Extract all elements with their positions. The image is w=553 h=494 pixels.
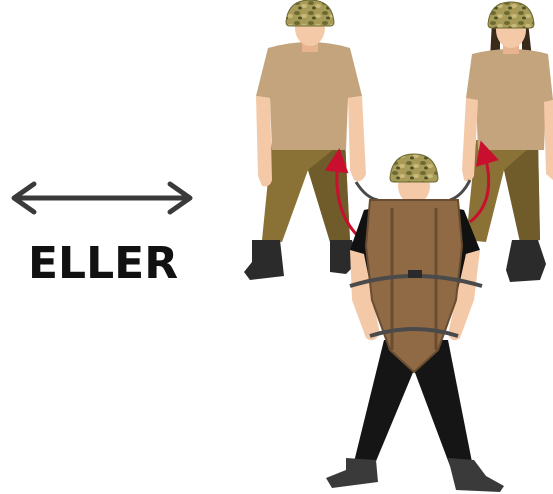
- eller-label: ELLER: [28, 236, 198, 292]
- soldier-left: [244, 0, 366, 280]
- double-arrow-icon: [14, 184, 190, 212]
